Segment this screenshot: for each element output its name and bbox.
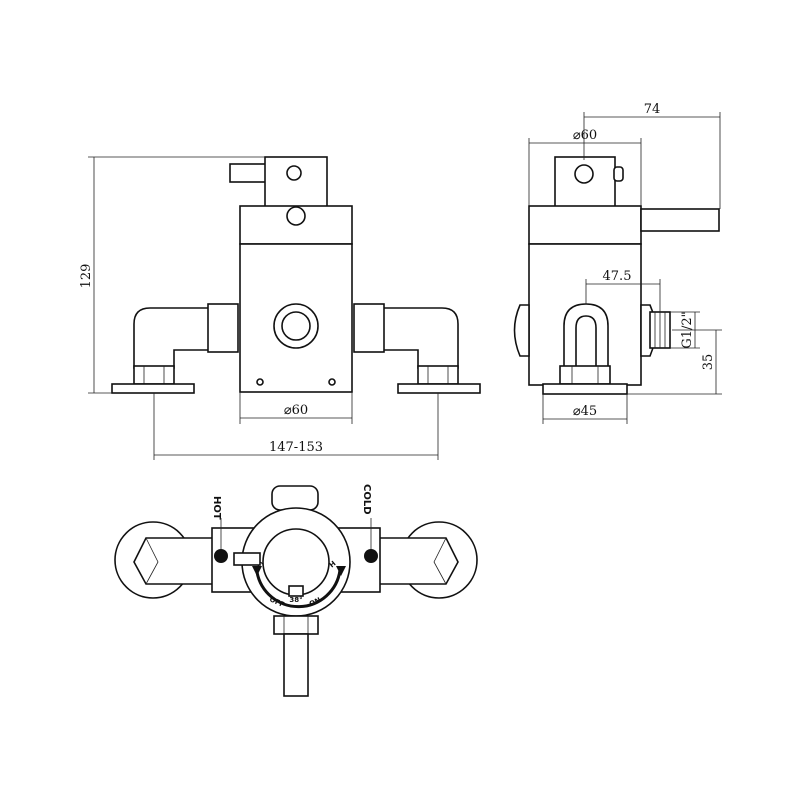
dim-front-centers: 147-153 [153,393,439,460]
top-rear-fitting [271,485,319,511]
front-left-elbow [133,307,211,369]
side-view: 74 ⌀60 47.5 G1/2" 35 [513,102,722,424]
hot-label: HOT [211,496,222,520]
cold-inlet-dot [364,549,378,563]
dim-front-body-text: ⌀60 [284,403,308,418]
dim-side-top-text: ⌀60 [573,128,597,143]
front-handle-lever [229,163,271,183]
front-body-screw-right [328,378,336,386]
dim-side-depth: 74 [583,102,721,209]
cold-label: COLD [361,484,372,515]
hot-inlet-dot [214,549,228,563]
dim-front-height: 129 [79,156,265,394]
dial-arc [255,569,342,609]
front-head-hole [286,206,306,226]
dim-front-body: ⌀60 [239,392,353,424]
dim-side-base: ⌀45 [542,394,628,424]
dim-side-base-text: ⌀45 [573,404,597,419]
side-handle-knob [613,166,624,182]
top-right-arm [377,537,459,585]
side-left-bulge [513,304,530,357]
dim-side-top: ⌀60 [528,128,642,206]
top-outlet-pipe [283,633,309,697]
front-right-nut [417,365,459,385]
dim-front-height-text: 129 [79,264,94,289]
top-outlet-nut [273,615,319,635]
front-right-elbow [381,307,459,369]
dim-side-offset: 47.5 [585,269,661,312]
top-view: C H OFF ON 38° HOT COLD [114,484,478,697]
dim-side-height: 35 [627,329,722,395]
front-view: 129 ⌀60 147-153 [79,156,481,460]
front-left-collar [207,303,239,353]
dial-temp-label: 38° [289,596,302,604]
side-handle-lever [640,208,720,232]
front-outlet-inner [281,311,311,341]
front-left-flange [111,383,195,394]
front-handle-cap [264,156,328,208]
side-base-flange [542,383,628,395]
front-left-nut [133,365,175,385]
side-outlet-nut [559,365,611,385]
dim-side-height-text: 35 [701,354,716,371]
top-left-arm [133,537,215,585]
top-control-knob [262,528,330,596]
dim-side-depth-text: 74 [644,102,661,117]
dial-temp-stop [288,585,304,597]
dim-side-offset-text: 47.5 [603,269,632,284]
front-body-screw-left [256,378,264,386]
front-right-flange [397,383,481,394]
top-lever-stub [233,552,261,566]
front-right-collar [353,303,385,353]
front-handle-screw [286,165,302,181]
dial-arrow-left [252,566,262,576]
side-handle-screw [574,164,594,184]
side-head-block [528,205,642,245]
dim-front-centers-text: 147-153 [269,440,323,455]
dial-h-label: H [328,559,338,569]
dial-arrow-right [336,566,346,576]
